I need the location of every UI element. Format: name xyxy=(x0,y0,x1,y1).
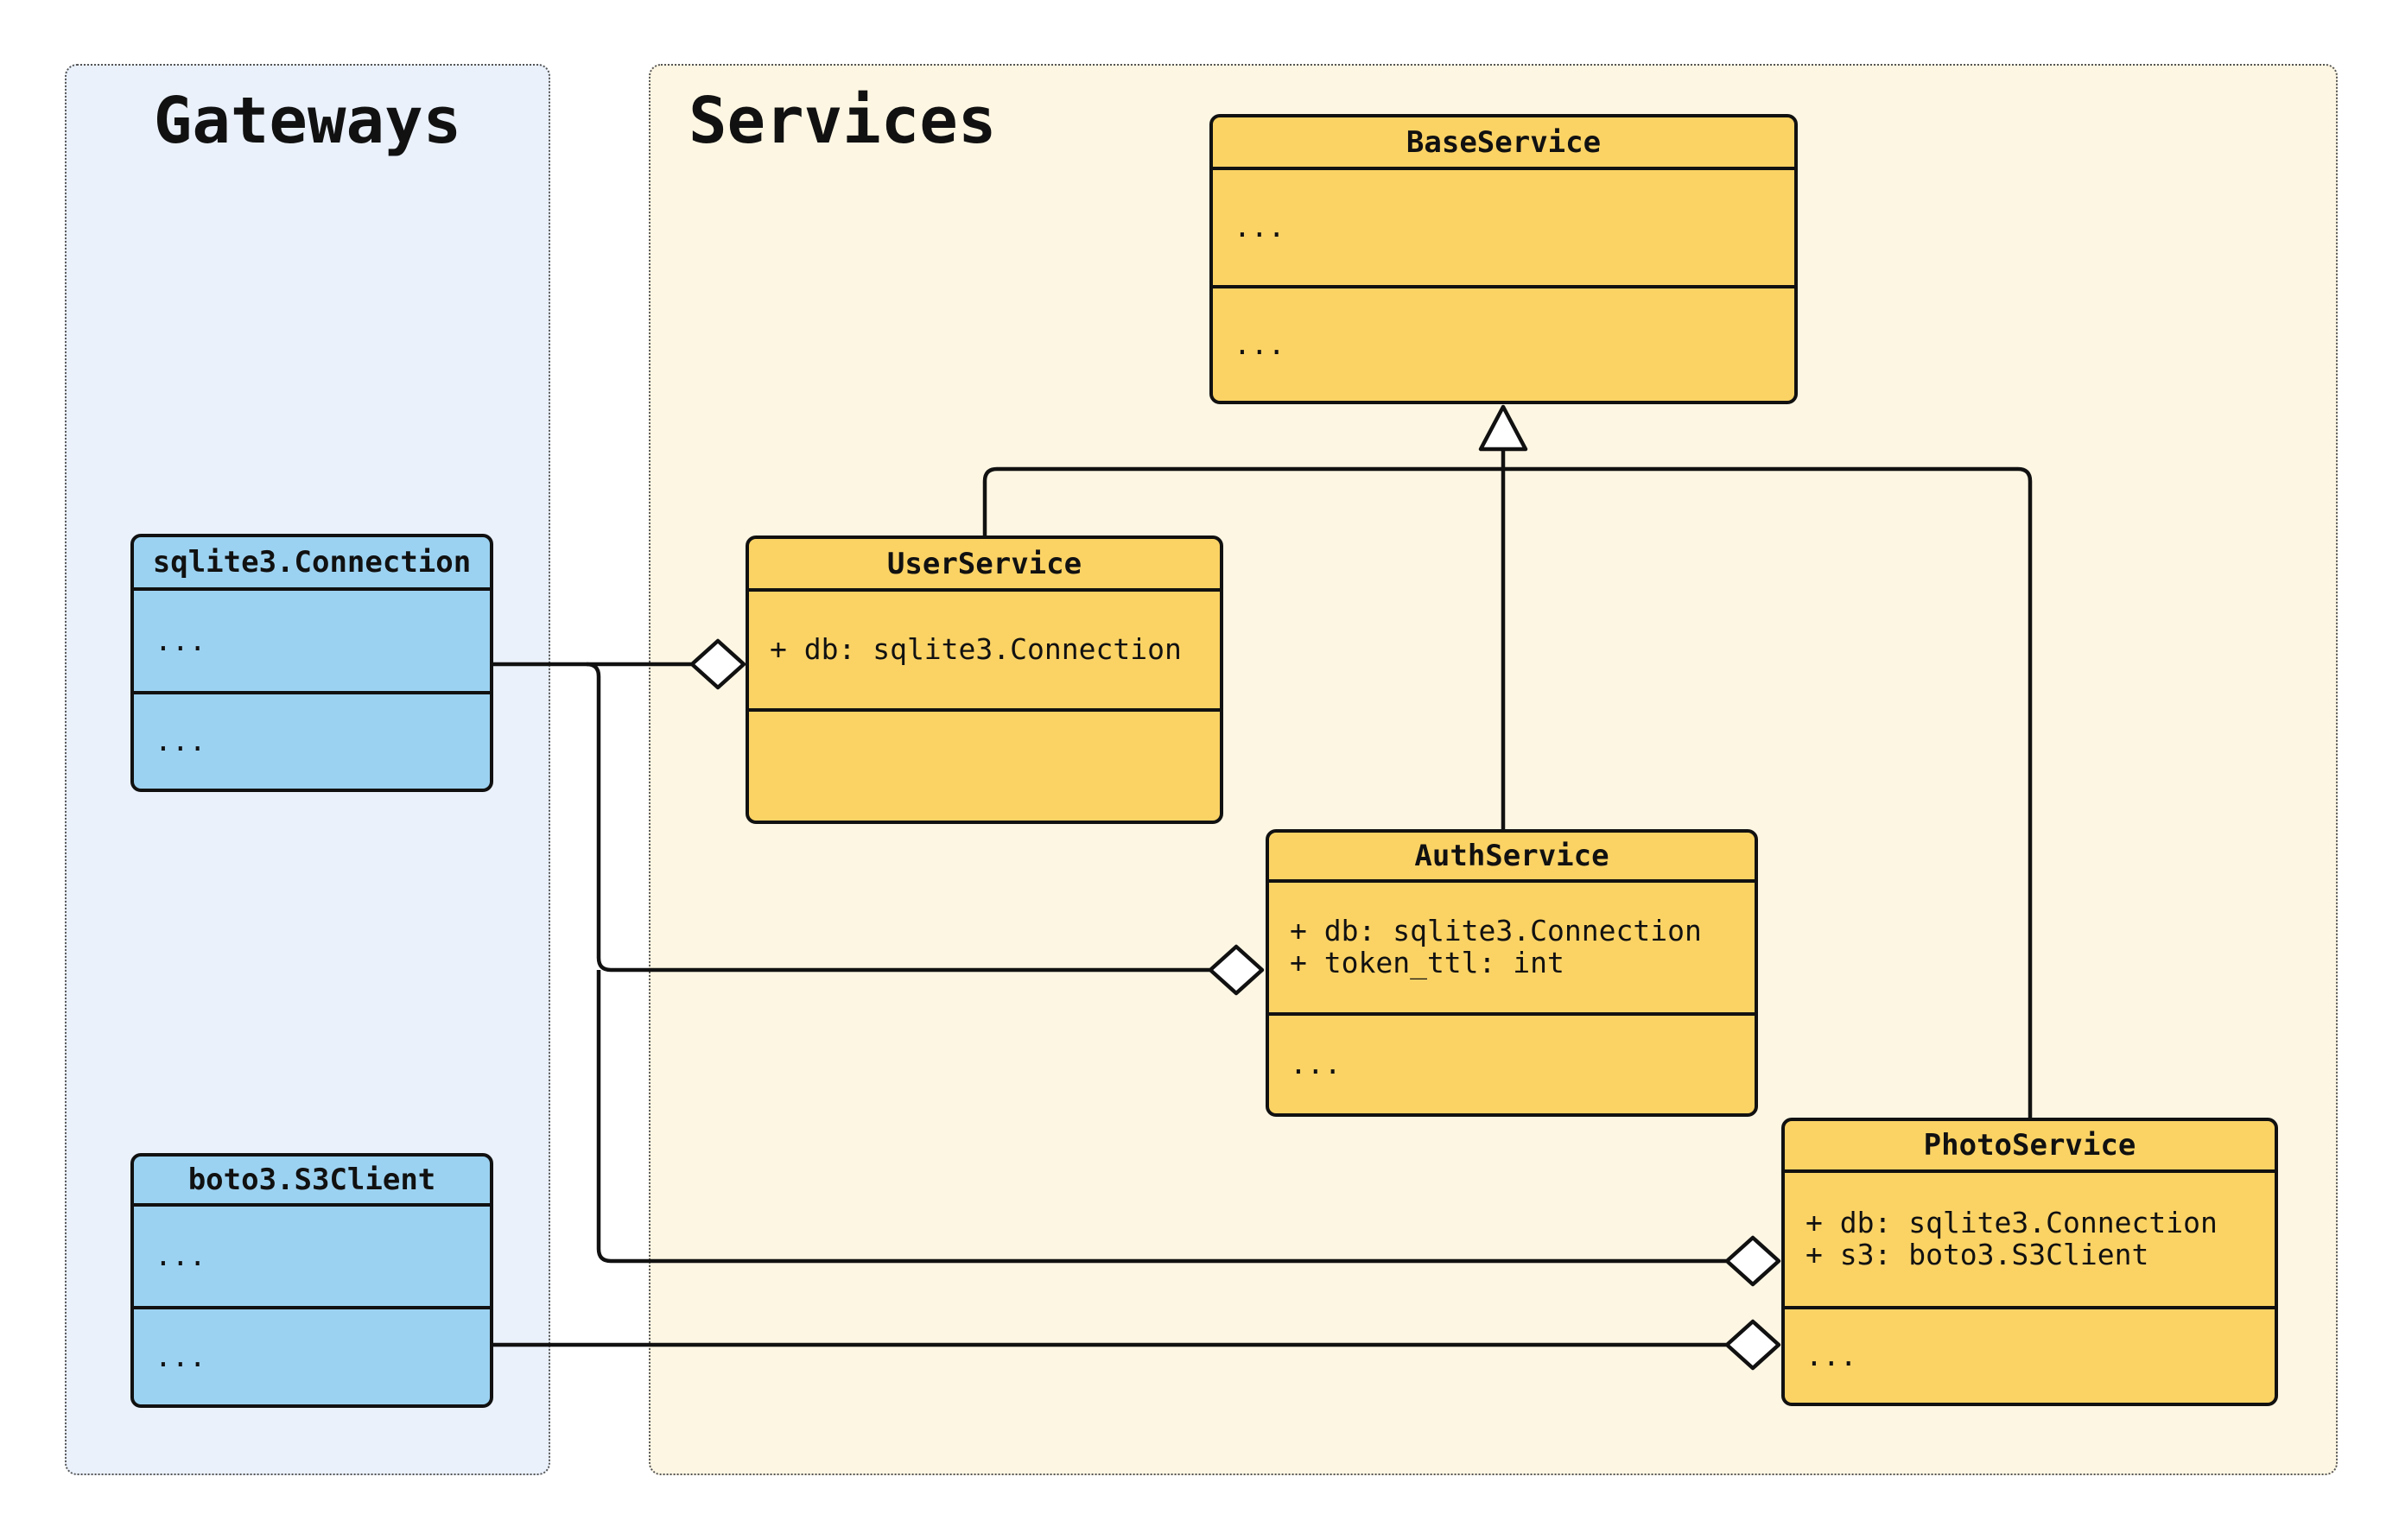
class-title: UserService xyxy=(886,546,1082,581)
class-attributes: ... xyxy=(134,1203,490,1306)
class-title: AuthService xyxy=(1414,839,1609,873)
class-box-boto3-s3client: boto3.S3Client ... ... xyxy=(130,1153,493,1408)
attribute-line: ... xyxy=(155,1239,206,1273)
class-attributes: ... xyxy=(1213,167,1794,285)
class-title: PhotoService xyxy=(1923,1128,2136,1163)
class-box-photoservice: PhotoService + db: sqlite3.Connection + … xyxy=(1781,1118,2278,1406)
gateways-panel-title: Gateways xyxy=(153,84,462,158)
method-line: ... xyxy=(155,724,206,758)
class-title: sqlite3.Connection xyxy=(152,545,472,580)
method-line: ... xyxy=(1290,1047,1342,1081)
class-attributes: + db: sqlite3.Connection xyxy=(749,588,1220,708)
class-box-authservice: AuthService + db: sqlite3.Connection + t… xyxy=(1266,829,1758,1117)
class-attributes: + db: sqlite3.Connection + token_ttl: in… xyxy=(1269,879,1755,1012)
class-methods: ... xyxy=(1213,285,1794,401)
class-attributes: ... xyxy=(134,587,490,691)
aggregation-diamond-icon xyxy=(1208,944,1265,996)
attribute-line: + db: sqlite3.Connection xyxy=(1806,1206,2218,1240)
aggregation-edge-sqlite3-authservice xyxy=(586,662,1209,973)
class-box-sqlite3-connection: sqlite3.Connection ... ... xyxy=(130,534,493,792)
class-methods xyxy=(749,708,1220,821)
class-title: BaseService xyxy=(1406,124,1602,160)
aggregation-diamond-icon xyxy=(1724,1319,1781,1371)
attribute-line: + s3: boto3.S3Client xyxy=(1806,1238,2149,1271)
attribute-line: + db: sqlite3.Connection xyxy=(770,632,1182,667)
class-methods: ... xyxy=(134,1306,490,1404)
services-panel-title: Services xyxy=(689,84,997,158)
inheritance-edge-bus xyxy=(982,466,2033,1118)
aggregation-edge-sqlite3-photoservice xyxy=(596,970,1726,1264)
class-methods: ... xyxy=(1269,1012,1755,1113)
attribute-line: ... xyxy=(155,623,206,657)
aggregation-diamond-icon xyxy=(689,638,746,690)
method-line: ... xyxy=(1806,1338,1857,1372)
class-methods: ... xyxy=(134,691,490,789)
inheritance-triangle-icon xyxy=(1478,404,1528,452)
attribute-line: + db: sqlite3.Connection xyxy=(1290,914,1702,948)
class-methods: ... xyxy=(1785,1306,2275,1403)
method-line: ... xyxy=(155,1339,206,1373)
class-title: boto3.S3Client xyxy=(187,1163,436,1197)
class-attributes: + db: sqlite3.Connection + s3: boto3.S3C… xyxy=(1785,1169,2275,1306)
class-box-userservice: UserService + db: sqlite3.Connection xyxy=(746,536,1223,824)
class-box-baseservice: BaseService ... ... xyxy=(1209,114,1798,404)
attribute-line: + token_ttl: int xyxy=(1290,946,1564,979)
aggregation-diamond-icon xyxy=(1724,1235,1781,1287)
attribute-line: ... xyxy=(1234,210,1285,244)
method-line: ... xyxy=(1234,326,1285,361)
